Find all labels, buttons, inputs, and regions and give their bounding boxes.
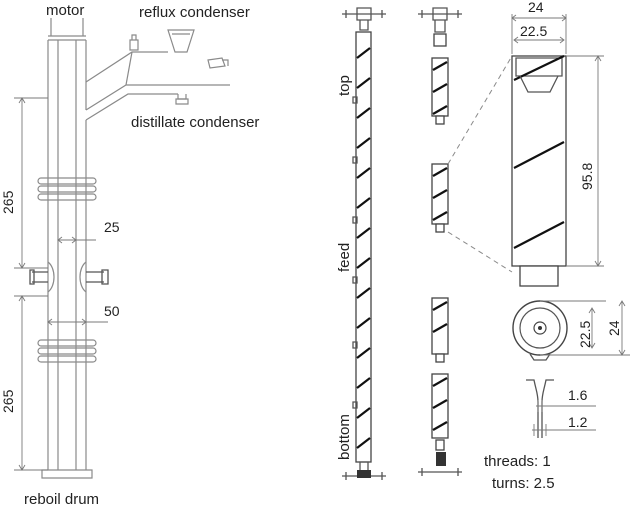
thread-width-dimension: 1.6 [568,387,588,403]
outer-width-dimension: 24 [528,0,544,15]
motor-label: motor [46,2,84,19]
distillate-condenser-label: distillate condenser [131,114,259,131]
column-drawing [14,18,230,479]
segment-detail-drawing [511,14,604,287]
outer-diameter-dimension: 50 [104,303,120,319]
threads-count-label: threads: 1 [484,453,551,470]
inner-diameter-dimension: 25 [104,219,120,235]
exploded-rotor-segments [418,7,462,476]
inner-width-dimension: 22.5 [520,23,547,39]
projection-lines [447,55,513,273]
assembled-rotor [342,7,386,480]
segment-length-dimension: 95.8 [579,163,595,190]
end-outer-diameter-dimension: 24 [606,320,622,336]
top-position-label: top [336,75,353,96]
thread-profile [526,379,596,438]
upper-height-dimension: 265 [0,190,16,214]
bottom-position-label: bottom [336,414,353,460]
thread-depth-dimension: 1.2 [568,414,588,430]
segment-end-view [512,300,630,361]
reflux-condenser-label: reflux condenser [139,4,250,21]
turns-count-label: turns: 2.5 [492,475,555,492]
feed-position-label: feed [336,243,353,272]
reboil-drum-label: reboil drum [24,491,99,508]
end-inner-diameter-dimension: 22.5 [577,321,593,348]
lower-height-dimension: 265 [0,389,16,413]
